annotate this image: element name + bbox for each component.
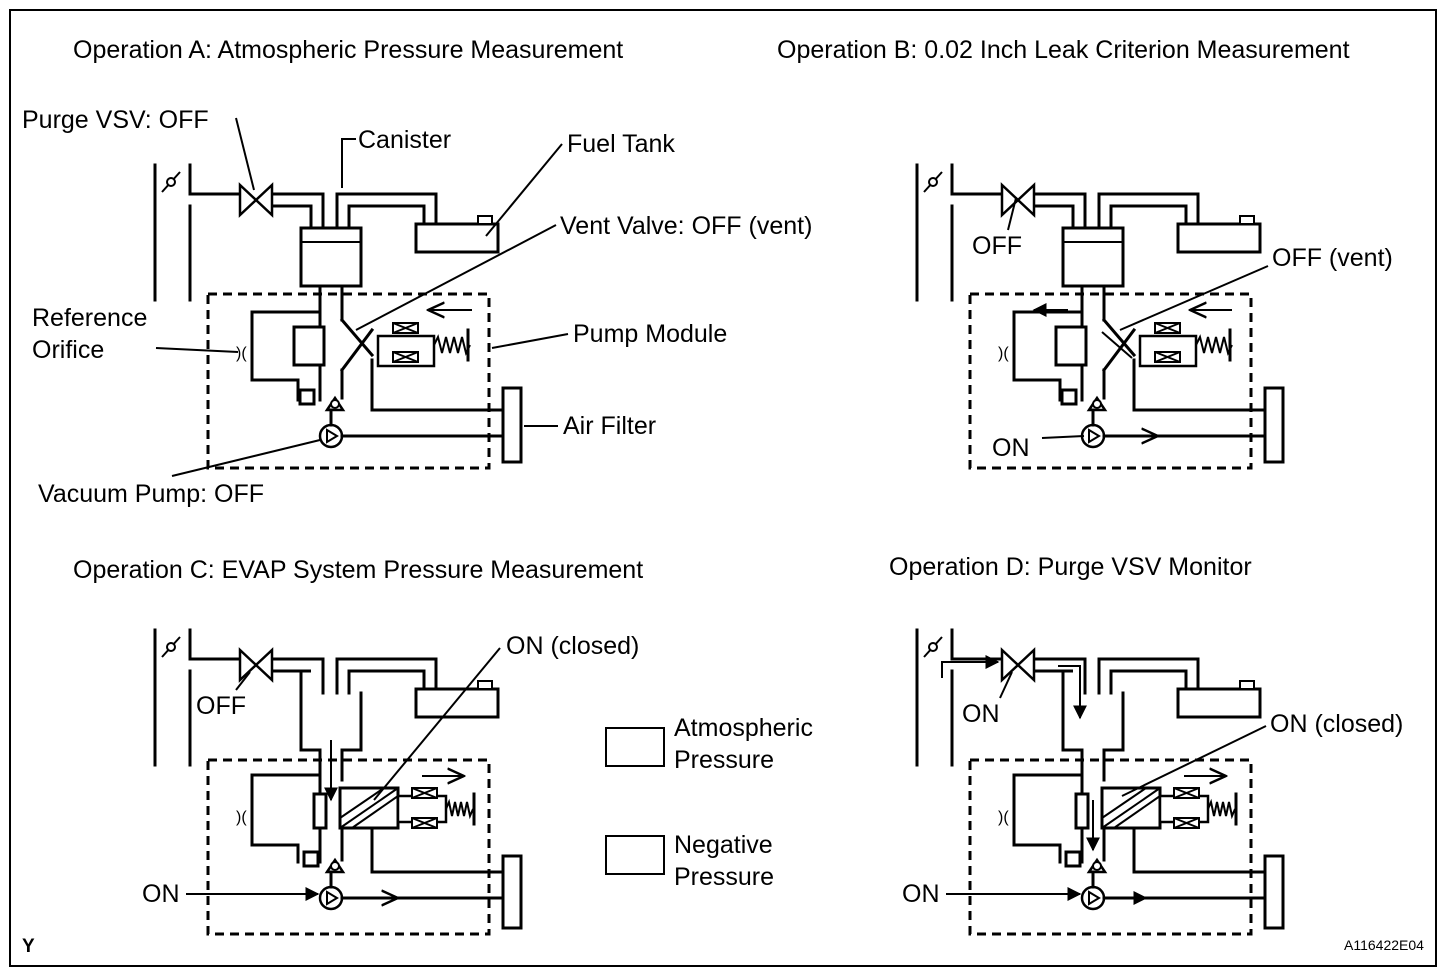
legend-atmospheric-label-2: Pressure: [674, 746, 774, 774]
panel-d-vacuum-pump-label: ON: [902, 880, 940, 908]
fuel-tank-label: Fuel Tank: [567, 130, 675, 158]
panel-c-schematic: [153, 628, 523, 936]
panel-d-flow-arrow-in: [941, 655, 1000, 678]
panel-c-title: Operation C: EVAP System Pressure Measur…: [73, 556, 643, 584]
panel-d-vent-valve-leader: [1121, 725, 1267, 797]
fuel-tank-leader: [485, 143, 563, 237]
reference-orifice-label-2: Orifice: [32, 336, 104, 364]
panel-d-purge-vsv-leader: [999, 671, 1013, 699]
pump-module-leader: [491, 333, 569, 349]
reference-orifice-leader: [155, 347, 239, 353]
vacuum-pump-leader: [171, 439, 321, 477]
panel-c-vent-valve-leader: [373, 647, 501, 801]
panel-d: Operation D: Purge VSV Monitor ON ON (cl…: [889, 553, 1403, 936]
canister-leader: [341, 138, 356, 188]
panel-a-schematic: [153, 163, 523, 470]
panel-c: Operation C: EVAP System Pressure Measur…: [73, 556, 643, 936]
purge-vsv-leader: [235, 117, 255, 191]
panel-c-vent-valve-label: ON (closed): [506, 632, 639, 660]
panel-b-vacuum-pump-label: ON: [992, 434, 1030, 462]
panel-b-vacuum-pump-leader: [1041, 435, 1085, 439]
panel-d-flow-arrow-down: [1058, 665, 1087, 720]
panel-b-vent-valve-label: OFF (vent): [1272, 244, 1393, 272]
panel-b-vent-valve-extra: [1101, 331, 1133, 359]
legend-atmospheric-label-1: Atmospheric: [674, 714, 813, 742]
panel-a-title: Operation A: Atmospheric Pressure Measur…: [73, 36, 623, 64]
legend-negative-label-1: Negative: [674, 831, 773, 859]
panel-d-title: Operation D: Purge VSV Monitor: [889, 553, 1252, 581]
panel-b-schematic: [915, 163, 1285, 470]
air-filter-label: Air Filter: [563, 412, 656, 440]
panel-b-purge-vsv-leader: [1007, 197, 1017, 231]
panel-c-purge-vsv-leader: [235, 671, 251, 691]
corner-mark: Y: [22, 936, 35, 957]
canister-label: Canister: [358, 126, 451, 154]
panel-b-vent-valve-leader: [1119, 265, 1269, 331]
pump-module-label: Pump Module: [573, 320, 727, 348]
legend-atmospheric-swatch: [605, 727, 665, 767]
panel-d-vent-valve-label: ON (closed): [1270, 710, 1403, 738]
panel-b-title: Operation B: 0.02 Inch Leak Criterion Me…: [777, 36, 1350, 64]
panel-d-schematic: [915, 628, 1285, 936]
legend: Atmospheric Pressure Negative Pressure: [605, 714, 813, 891]
vent-valve-label: Vent Valve: OFF (vent): [560, 212, 812, 240]
panel-c-purge-vsv-label: OFF: [196, 692, 246, 720]
legend-negative-swatch: [605, 835, 665, 875]
panel-a: Operation A: Atmospheric Pressure Measur…: [22, 36, 812, 508]
figure-border: [9, 9, 1437, 967]
panel-b: Operation B: 0.02 Inch Leak Criterion Me…: [777, 36, 1393, 470]
figure-id: A116422E04: [1344, 937, 1424, 953]
purge-vsv-label: Purge VSV: OFF: [22, 106, 209, 134]
reference-orifice-label-1: Reference: [32, 304, 147, 332]
panel-c-vacuum-pump-label: ON: [142, 880, 180, 908]
panel-d-purge-vsv-label: ON: [962, 700, 1000, 728]
legend-negative-label-2: Pressure: [674, 863, 774, 891]
vent-valve-leader: [355, 224, 557, 331]
vacuum-pump-label: Vacuum Pump: OFF: [38, 480, 264, 508]
panel-b-purge-vsv-label: OFF: [972, 232, 1022, 260]
